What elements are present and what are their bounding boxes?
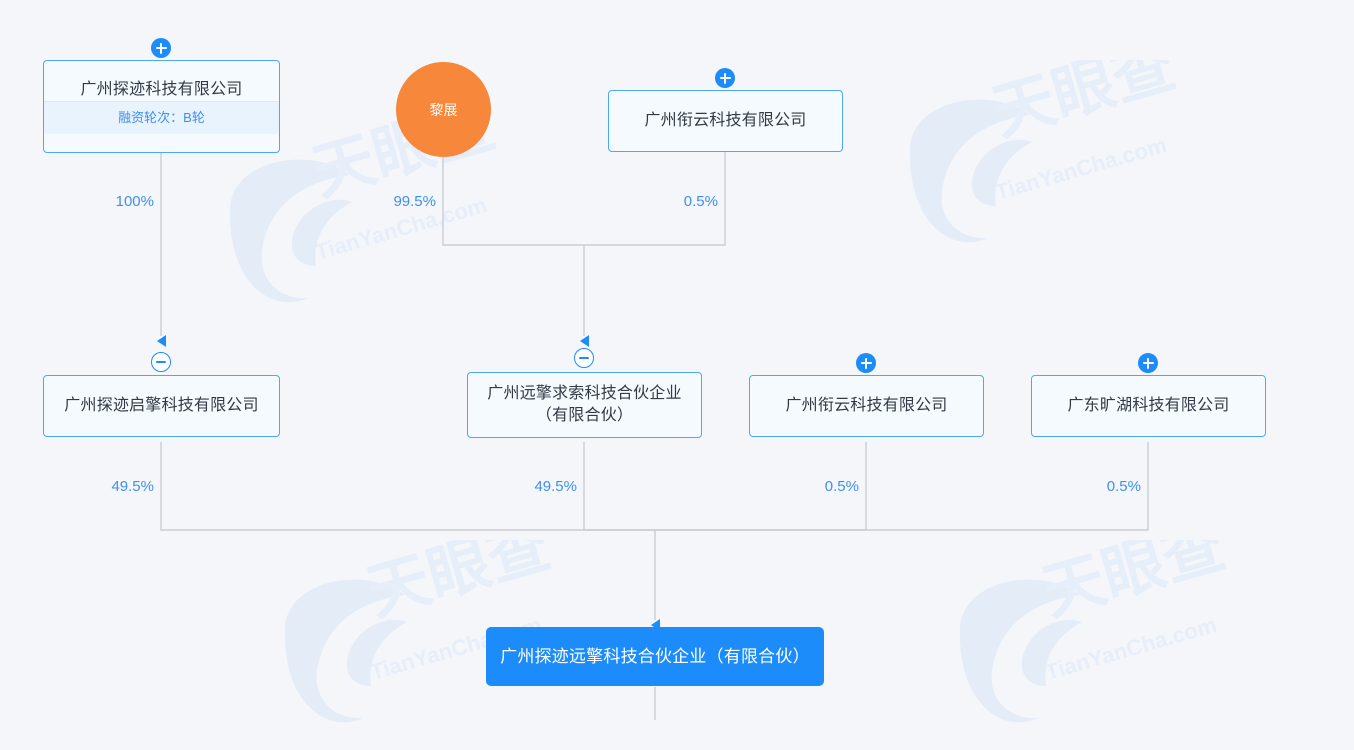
node-title: 广东旷湖科技有限公司 — [1067, 397, 1230, 414]
watermark: 天眼查 TianYanCha.com — [880, 60, 1210, 270]
collapse-badge-tanji-qiqing[interactable] — [151, 352, 171, 372]
node-kuanghu[interactable]: 广东旷湖科技有限公司 — [1031, 375, 1266, 437]
node-title: 广州衔云科技有限公司 — [644, 112, 807, 129]
plus-icon — [864, 357, 868, 369]
node-title: 广州探迹科技有限公司 — [80, 81, 243, 98]
svg-text:天眼查: 天眼查 — [359, 540, 558, 629]
expand-badge-kuanghu[interactable] — [1138, 353, 1158, 373]
equity-structure-chart: 天眼查 TianYanCha.com 天眼查 TianYanCha.com 天眼… — [43, 38, 1266, 723]
edge-percent-label: 0.5% — [683, 193, 718, 210]
node-tanji-tech[interactable]: 广州探迹科技有限公司 融资轮次：B轮 — [43, 60, 280, 153]
edge-percent-label: 0.5% — [1106, 478, 1141, 495]
node-xianyun-mid[interactable]: 广州衔云科技有限公司 — [749, 375, 984, 437]
node-tanji-qiqing[interactable]: 广州探迹启擎科技有限公司 — [43, 375, 280, 437]
edge-percent-label: 99.5% — [393, 193, 436, 210]
node-title: 黎展 — [429, 101, 458, 118]
svg-text:天眼查: 天眼查 — [984, 60, 1183, 149]
svg-text:TianYanCha.com: TianYanCha.com — [992, 132, 1169, 205]
edge-e2 — [442, 157, 584, 246]
edge-percent-label: 100% — [115, 193, 154, 210]
minus-icon — [156, 361, 166, 363]
edge-percent-label: 0.5% — [824, 478, 859, 495]
node-person-lizhan[interactable]: 黎展 — [396, 62, 491, 157]
edge-e5 — [583, 442, 655, 531]
collapse-badge-yuanqing-qiusuo[interactable] — [574, 348, 594, 368]
plus-icon — [159, 42, 163, 54]
node-meta-wrap: 融资轮次：B轮 — [44, 101, 279, 134]
expand-badge-xianyun-top[interactable] — [715, 68, 735, 88]
expand-badge-tanji-tech[interactable] — [151, 38, 171, 58]
edge-percent-label: 49.5% — [534, 478, 577, 495]
edge-e4 — [160, 442, 655, 531]
svg-text:天眼查: 天眼查 — [1034, 540, 1233, 629]
expand-badge-xianyun-mid[interactable] — [856, 353, 876, 373]
node-title: 广州衔云科技有限公司 — [785, 397, 948, 414]
plus-icon — [723, 72, 727, 84]
node-yuanqing-qiusuo[interactable]: 广州远擎求索科技合伙企业 （有限合伙） — [467, 372, 702, 438]
node-funding-round: 融资轮次：B轮 — [118, 110, 205, 125]
watermark: 天眼查 TianYanCha.com — [930, 540, 1260, 750]
minus-icon — [579, 357, 589, 359]
svg-text:TianYanCha.com: TianYanCha.com — [1042, 612, 1219, 685]
node-title: 广州探迹启擎科技有限公司 — [64, 397, 259, 414]
node-title: 广州远擎求索科技合伙企业 （有限合伙） — [487, 385, 682, 424]
node-title: 广州探迹远擎科技合伙企业（有限合伙） — [500, 646, 810, 666]
edge-percent-label: 49.5% — [111, 478, 154, 495]
node-target-company[interactable]: 广州探迹远擎科技合伙企业（有限合伙） — [486, 627, 824, 686]
node-xianyun-top[interactable]: 广州衔云科技有限公司 — [608, 90, 843, 152]
plus-icon — [1146, 357, 1150, 369]
